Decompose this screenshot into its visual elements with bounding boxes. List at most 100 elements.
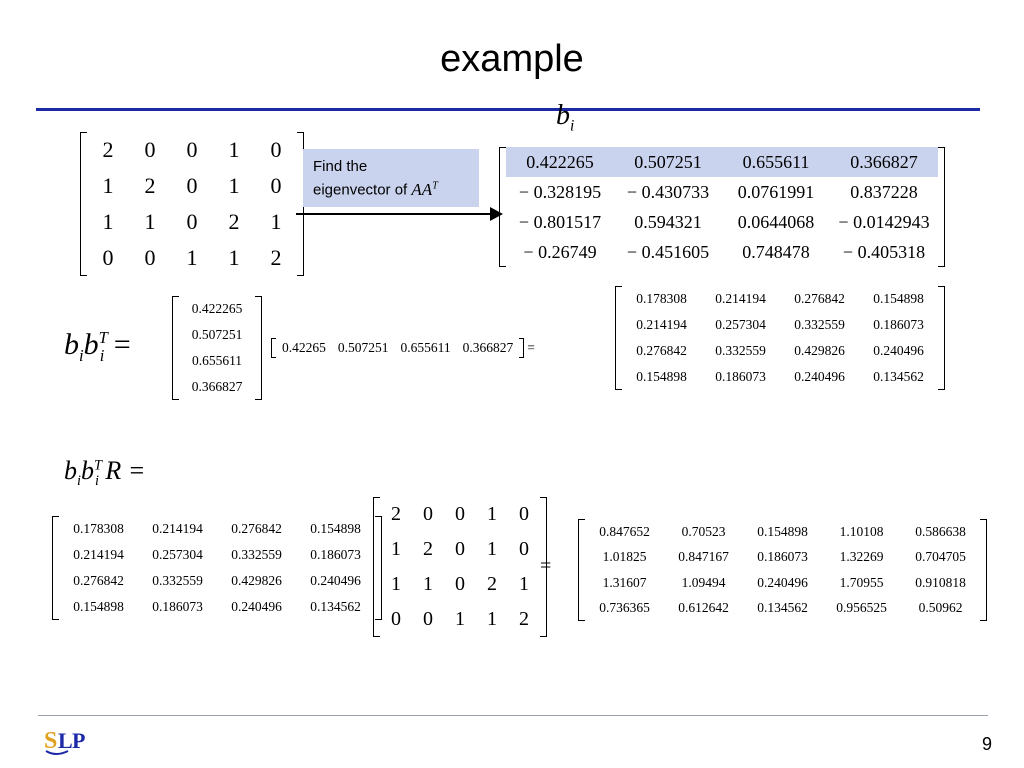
matrix-cell: 0.332559 [715,343,766,358]
matrix-cell: − 0.801517 [518,211,602,232]
callout-line-2: eigenvector of AAT [313,176,469,200]
matrix-cell: 0.186073 [715,369,766,384]
matrix-cell: 0.214194 [715,291,766,306]
matrix-row: 0.366827 [179,374,255,400]
matrix-row: 0.655611 [179,348,255,374]
matrix-cell: 0.837228 [850,181,918,202]
matrix-cell: 0.240496 [873,343,924,358]
matrix-cell: 0.847652 [599,523,650,539]
matrix-cell: 2 [102,137,114,162]
matrix-cell: 0.186073 [757,549,808,565]
matrix-cell: 0 [102,245,114,270]
matrix-cell: 2 [519,608,529,630]
matrix-cell: 0.0644068 [737,211,815,232]
matrix-cell: 0.422265 [506,147,614,177]
matrix-cell: 1 [144,209,156,234]
matrix-cell: 2 [228,209,240,234]
matrix-cell: 0.507251 [191,327,243,342]
matrix-cell: 0.50962 [918,600,963,616]
matrix-cell: 0.422265 [191,301,243,316]
matrix-cell: 0 [144,245,156,270]
matrix-cell: 0.214194 [636,317,687,332]
right-bracket [519,338,525,358]
matrix-cell: 0.186073 [152,599,203,614]
matrix-cell: 0.276842 [231,521,282,536]
right-bracket [255,296,262,400]
matrix-cell: 0 [455,573,465,595]
matrix-cell: 0.178308 [636,291,687,306]
left-bracket [80,132,87,276]
matrix-cell: 1 [423,573,433,595]
matrix-cell: 0.736365 [599,600,650,616]
matrix-cell: 0.748478 [742,241,810,262]
matrix-cell: − 0.451605 [626,241,710,262]
page-number: 9 [981,734,992,754]
matrix-cell: 0.240496 [794,369,845,384]
matrix-cell: − 0.328195 [518,181,602,202]
matrix-cell: 1 [519,573,529,595]
matrix-cell: 0 [270,137,282,162]
matrix-cell: 0.276842 [636,343,687,358]
matrix-cell: 0.240496 [310,573,361,588]
matrix-cell: 0 [186,173,198,198]
matrix-cell: 1 [102,173,114,198]
matrix-cell: 2 [487,573,497,595]
callout-text: eigenvector of [313,181,412,199]
callout-math: AAT [411,179,438,199]
right-bracket [938,147,945,267]
svg-text:L: L [58,728,73,753]
left-bracket [499,147,506,267]
matrix-cell: 2 [423,538,433,560]
matrix-cell: 0 [391,608,401,630]
matrix-cell: 0.214194 [73,547,124,562]
matrix-cell: 1 [391,538,401,560]
matrix-cell: 1.31607 [602,574,647,590]
matrix-cell: 0.186073 [873,317,924,332]
vector-cell: 0.507251 [337,340,389,355]
matrix-cell: 0 [519,538,529,560]
matrix-cell: 0 [186,137,198,162]
column-vector: 0.422265 0.507251 0.655611 0.366827 [172,296,262,400]
matrix-cell: 0.507251 [614,147,722,177]
footer-rule [38,715,988,716]
column-vector-table: 0.422265 0.507251 0.655611 0.366827 [179,296,255,400]
svg-text:P: P [72,728,85,753]
left-bracket [172,296,179,400]
matrix-cell: 0.956525 [836,600,887,616]
bibitr-label: bibTi R = [64,456,146,490]
matrix-cell: 1 [228,245,240,270]
vector-cell: 0.42265 [282,340,326,355]
callout-box: Find the eigenvector of AAT [303,149,479,207]
matrix-cell: 1 [487,538,497,560]
matrix-cell: 0.655611 [191,353,243,368]
left-bracket [373,497,380,637]
matrix-row: 0.422265 [179,296,255,322]
matrix-cell: 0.429826 [231,573,282,588]
matrix-cell: 1 [186,245,198,270]
matrix-cell: 0.847167 [678,549,729,565]
matrix-cell: 0.178308 [73,521,124,536]
